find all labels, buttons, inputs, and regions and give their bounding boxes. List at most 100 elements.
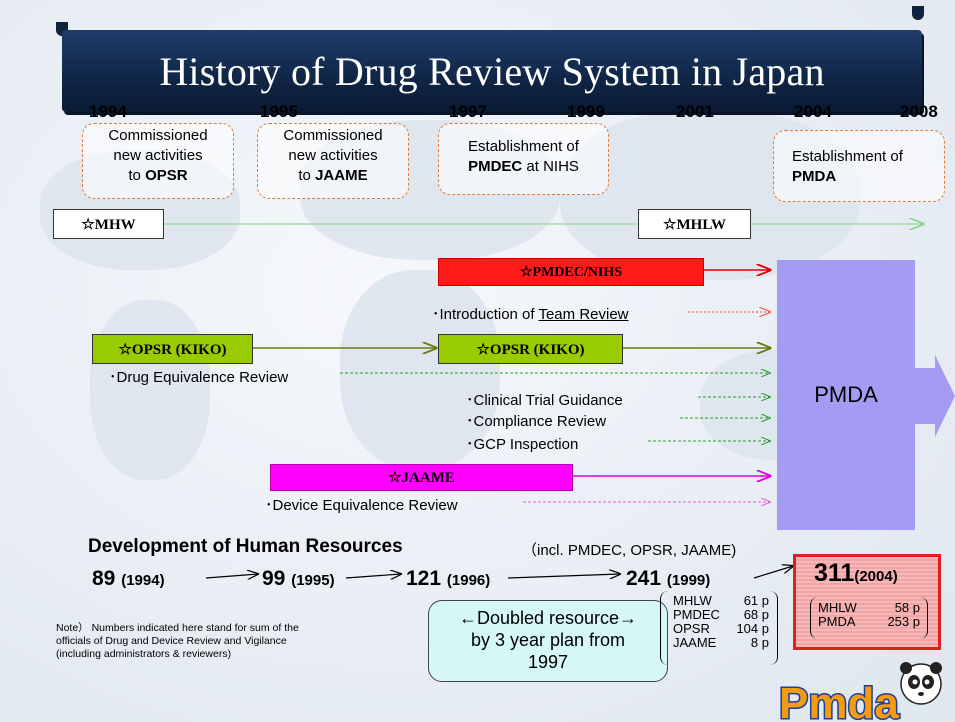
org-name: PMDA xyxy=(818,614,856,629)
breakdown-2004-bracket xyxy=(810,597,928,639)
activity-compliance: ･Compliance Review xyxy=(466,413,607,430)
org-count: 104 p xyxy=(736,621,769,636)
hr-year: (1995) xyxy=(291,572,335,589)
year-2001: 2001 xyxy=(676,102,714,121)
event-text: PMDEC at NIHS xyxy=(439,157,608,177)
team-review-text: Team Review xyxy=(538,306,629,323)
org-count: 68 p xyxy=(743,607,769,622)
org-name: MHLW xyxy=(673,593,712,608)
event-text: new activities xyxy=(113,147,203,164)
breakdown-row: MHLW 58 p xyxy=(818,601,920,615)
hr-year: (1996) xyxy=(446,572,491,589)
hr-value-1994: 89 (1994) xyxy=(92,567,165,591)
hr-year: (1999) xyxy=(666,572,711,589)
event-org: PMDA xyxy=(792,168,837,185)
callout-line: ←Doubled resource→ xyxy=(458,608,638,628)
year-2008: 2008 xyxy=(900,102,938,121)
event-suffix: at NIHS xyxy=(522,158,579,175)
hr-value-1996: 121 (1996) xyxy=(406,567,490,591)
callout-line: 1997 xyxy=(527,652,569,672)
hr-num: 241 xyxy=(626,567,662,590)
year-1997: 1997 xyxy=(449,102,487,121)
hr-year: (1994) xyxy=(121,572,165,589)
breakdown-row: PMDEC 68 p xyxy=(673,608,769,622)
activity-gcp: ･GCP Inspection xyxy=(466,436,579,453)
lane-mhw: ☆MHW xyxy=(53,209,164,239)
activity-clinical-trial: ･Clinical Trial Guidance xyxy=(466,392,623,409)
org-count: 8 p xyxy=(750,635,769,650)
breakdown-row: PMDA 253 p xyxy=(818,615,920,629)
pmda-2004-box: 311(2004) MHLW 58 p PMDA 253 p xyxy=(793,554,941,650)
year-1995: 1995 xyxy=(260,102,298,121)
event-text: Establishment of xyxy=(468,138,579,155)
activity-drug-equivalence: ･Drug Equivalence Review xyxy=(109,369,289,386)
org-count: 61 p xyxy=(743,593,769,608)
org-name: JAAME xyxy=(673,635,717,650)
logo-wordmark: Pmda xyxy=(779,679,899,722)
doubled-resource-callout: ←Doubled resource→ by 3 year plan from 1… xyxy=(428,600,668,682)
event-org: PMDEC xyxy=(468,158,523,175)
event-opsr: Commissioned new activities to OPSR xyxy=(82,123,234,199)
event-prefix: to xyxy=(128,167,146,184)
hr-num: 121 xyxy=(406,567,442,590)
event-prefix: to xyxy=(298,167,316,184)
hr-heading: Development of Human Resources xyxy=(88,536,403,557)
hr-num: 99 xyxy=(262,567,286,590)
footnote-line: officials of Drug and Device Review and … xyxy=(56,635,287,647)
title-banner: History of Drug Review System in Japan xyxy=(62,30,922,112)
event-text: PMDA xyxy=(792,167,944,187)
event-pmda: Establishment of PMDA xyxy=(773,130,945,202)
footnote-line: Note） Numbers indicated here stand for s… xyxy=(56,622,299,634)
event-org: JAAME xyxy=(315,167,368,184)
breakdown-2004: MHLW 58 p PMDA 253 p xyxy=(818,601,920,629)
lane-jaame: ☆JAAME xyxy=(270,464,573,491)
hr-value-2004: 311(2004) xyxy=(814,559,898,588)
footnote: Note） Numbers indicated here stand for s… xyxy=(56,622,299,661)
pmda-logo: Pmda xyxy=(775,662,945,722)
hr-value-1999: 241 (1999) xyxy=(626,567,710,591)
event-text: to JAAME xyxy=(258,166,408,186)
event-text: to OPSR xyxy=(83,166,233,186)
breakdown-1999-bracket xyxy=(660,591,778,665)
breakdown-row: MHLW 61 p xyxy=(673,594,769,608)
page-title: History of Drug Review System in Japan xyxy=(159,48,825,94)
org-count: 58 p xyxy=(894,600,920,615)
breakdown-row: JAAME 8 p xyxy=(673,636,769,650)
scroll-curl-right xyxy=(912,6,924,20)
footnote-line: (including administrators & reviewers) xyxy=(56,648,232,660)
year-1994: 1994 xyxy=(89,102,127,121)
activity-team-review: ･Introduction of Team Review xyxy=(432,303,629,324)
lane-opsr-2: ☆OPSR (KIKO) xyxy=(438,334,623,364)
org-count: 253 p xyxy=(887,614,920,629)
panda-logo-icon: Pmda xyxy=(778,662,942,722)
org-name: PMDEC xyxy=(673,607,720,622)
org-name: OPSR xyxy=(673,621,710,636)
event-jaame: Commissioned new activities to JAAME xyxy=(257,123,409,199)
activity-text: ･Introduction of xyxy=(432,306,539,323)
callout-line: by 3 year plan from xyxy=(470,630,626,650)
hr-num: 89 xyxy=(92,567,116,590)
event-org: OPSR xyxy=(145,167,188,184)
lane-opsr-1: ☆OPSR (KIKO) xyxy=(92,334,253,364)
org-name: MHLW xyxy=(818,600,857,615)
breakdown-1999: MHLW 61 p PMDEC 68 p OPSR 104 p JAAME 8 p xyxy=(673,594,769,650)
event-text: new activities xyxy=(288,147,378,164)
pmda-block: PMDA xyxy=(777,260,915,530)
event-text: Establishment of xyxy=(792,148,903,165)
hr-incl-note: （incl. PMDEC, OPSR, JAAME) xyxy=(522,542,737,559)
year-1999: 1999 xyxy=(567,102,605,121)
event-text: Commissioned xyxy=(283,127,383,144)
event-pmdec: Establishment of PMDEC at NIHS xyxy=(438,123,609,195)
lane-mhlw: ☆MHLW xyxy=(638,209,751,239)
event-text: Commissioned xyxy=(108,127,208,144)
hr-num: 311 xyxy=(814,559,855,587)
hr-value-1995: 99 (1995) xyxy=(262,567,335,591)
lane-pmdec-nihs: ☆PMDEC/NIHS xyxy=(438,258,704,286)
hr-year: (2004) xyxy=(854,568,898,585)
activity-device-equivalence: ･Device Equivalence Review xyxy=(265,497,458,514)
year-2004: 2004 xyxy=(794,102,832,121)
breakdown-row: OPSR 104 p xyxy=(673,622,769,636)
pmda-label: PMDA xyxy=(814,382,878,407)
